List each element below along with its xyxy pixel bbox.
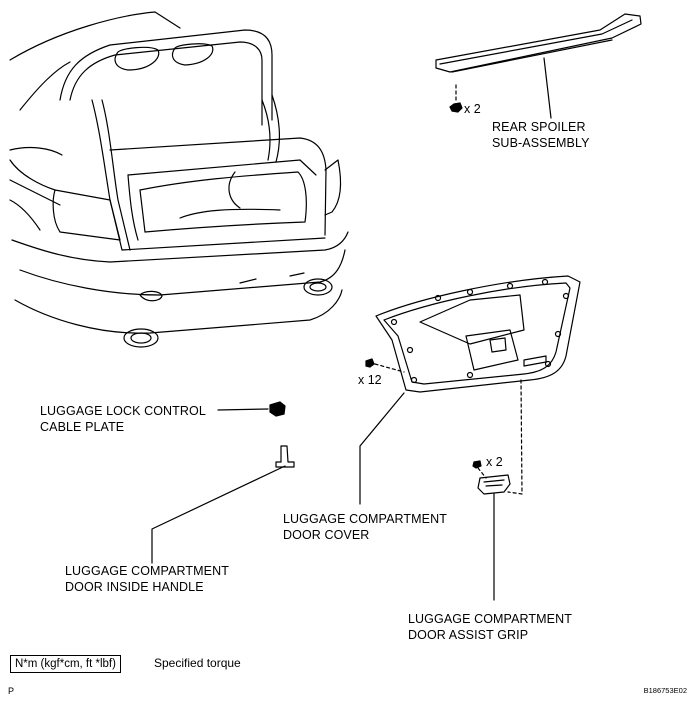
door-cover-leader-line <box>359 392 405 505</box>
torque-unit-box: N*m (kgf*cm, ft *lbf) <box>10 655 121 673</box>
rear-spoiler-label-line-1: REAR SPOILER <box>492 120 586 134</box>
rear-spoiler-label: REAR SPOILER SUB-ASSEMBLY <box>492 119 590 151</box>
door-cover-label-line-2: DOOR COVER <box>283 528 370 542</box>
cable-plate-label: LUGGAGE LOCK CONTROL CABLE PLATE <box>40 403 206 435</box>
assist-grip-label-line-1: LUGGAGE COMPARTMENT <box>408 612 572 626</box>
inside-handle-label-line-2: DOOR INSIDE HANDLE <box>65 580 204 594</box>
assist-grip-part <box>477 474 511 495</box>
grip-alignment-dash <box>507 379 523 495</box>
cable-plate-part <box>269 401 286 417</box>
inside-handle-part <box>275 445 295 468</box>
grip-screw-quantity: x 2 <box>486 455 503 469</box>
cover-clip-icon <box>365 358 375 368</box>
inside-handle-label: LUGGAGE COMPARTMENT DOOR INSIDE HANDLE <box>65 563 229 595</box>
inside-handle-leader-line <box>151 465 286 564</box>
rear-spoiler-part <box>435 13 642 73</box>
corner-letter: P <box>8 686 15 696</box>
spoiler-leader-line <box>543 57 552 119</box>
door-cover-part <box>375 275 581 393</box>
figure-id: B186753E02 <box>643 686 687 695</box>
cover-clip-quantity: x 12 <box>358 373 382 387</box>
cover-clip-dash <box>374 363 405 373</box>
rear-spoiler-label-line-2: SUB-ASSEMBLY <box>492 136 590 150</box>
door-cover-label-line-1: LUGGAGE COMPARTMENT <box>283 512 447 526</box>
grip-screw-icon <box>472 460 482 469</box>
cable-plate-label-line-2: CABLE PLATE <box>40 420 125 434</box>
assist-grip-label: LUGGAGE COMPARTMENT DOOR ASSIST GRIP <box>408 611 572 643</box>
grip-screw-dash <box>477 467 487 479</box>
door-cover-label: LUGGAGE COMPARTMENT DOOR COVER <box>283 511 447 543</box>
spoiler-nut-quantity: x 2 <box>464 102 481 116</box>
spoiler-nut-icon <box>449 102 463 113</box>
torque-legend-text: Specified torque <box>154 656 241 670</box>
cable-plate-label-line-1: LUGGAGE LOCK CONTROL <box>40 404 206 418</box>
assist-grip-label-line-2: DOOR ASSIST GRIP <box>408 628 529 642</box>
cable-plate-leader-line <box>217 408 269 411</box>
inside-handle-label-line-1: LUGGAGE COMPARTMENT <box>65 564 229 578</box>
vehicle-rear-illustration <box>9 11 349 348</box>
